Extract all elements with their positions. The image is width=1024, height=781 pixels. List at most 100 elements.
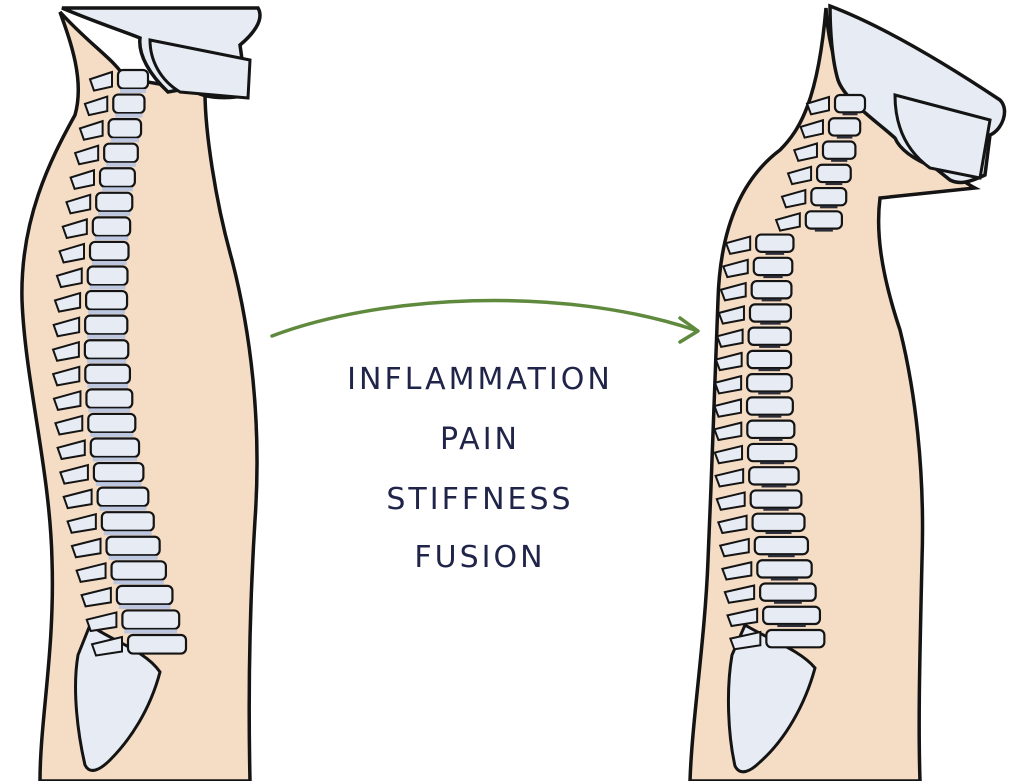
spinous-process [85,611,118,633]
fused-disc [831,159,848,162]
intervertebral-disc [120,89,146,94]
vertebra [746,349,793,370]
vertebra [96,486,150,508]
vertebra [85,388,134,409]
intervertebral-disc [95,482,142,487]
vertebra [746,419,796,440]
spinous-process [729,630,762,651]
vertebra [103,142,139,164]
vertebra [749,489,803,509]
spinous-process [718,537,750,558]
vertebra [92,461,145,483]
vertebra [759,582,817,602]
spinous-process [723,584,756,604]
arrow-head-icon [678,316,700,344]
vertebra [84,363,132,385]
intervertebral-disc [86,359,127,364]
spinous-process [717,305,745,325]
vertebra [746,442,798,463]
intervertebral-disc [92,457,138,462]
vertebra [85,289,129,311]
vertebra [95,191,134,213]
spinous-process [715,328,744,349]
spinous-process [792,142,818,162]
fused-disc [763,275,783,279]
vertebra [810,186,848,207]
fused-disc [770,578,799,581]
vertebra [827,117,862,137]
vertebra [116,68,150,90]
fused-disc [842,112,858,116]
progression-arrow [270,298,697,338]
vertebra [833,93,867,114]
fused-disc [774,601,802,604]
spinous-process [52,390,82,412]
intervertebral-disc [115,113,143,118]
spinous-process [52,316,81,338]
intervertebral-disc [113,580,164,585]
fused-disc [759,345,781,348]
vertebra [765,628,826,649]
fused-disc [820,205,838,209]
fused-disc [758,415,782,418]
spinous-process [53,291,82,313]
intervertebral-disc [106,162,136,167]
vertebra [821,140,857,160]
fused-disc [760,322,781,325]
vertebra [126,633,188,655]
left-vertebrae [51,68,188,657]
intervertebral-disc [88,310,126,315]
fused-spine-figure [688,3,1007,781]
left-jaw [148,38,252,100]
right-sacrum [726,622,817,774]
spinous-process [83,95,109,117]
spinous-process [799,118,824,139]
fused-disc [759,438,783,441]
vertebra [98,167,136,188]
spinous-process [715,491,746,511]
vertebra [756,559,813,579]
spinous-process [51,365,81,387]
left-sacrum [74,622,162,772]
fused-disc [758,391,781,395]
intervertebral-disc [108,555,158,560]
vertebra [88,240,130,262]
intervertebral-disc [88,408,131,413]
vertebra [105,535,161,557]
vertebra [112,93,146,115]
fused-disc [763,508,789,511]
spinous-process [716,514,748,535]
spinous-process [719,281,747,302]
vertebra [84,314,129,336]
spinous-process [722,258,749,279]
intervertebral-disc [94,236,129,241]
intervertebral-disc [101,187,133,192]
fused-disc [765,252,785,255]
intervertebral-disc [124,629,178,634]
vertebra [755,233,795,253]
vertebra [121,609,181,631]
fused-disc [758,368,781,372]
fused-disc [768,554,795,558]
vertebra [752,256,794,277]
fused-disc [765,531,792,534]
spinous-process [80,586,112,608]
intervertebral-disc [118,604,171,609]
vertebra [107,118,143,139]
spinous-process [78,119,104,141]
vertebra [747,326,792,347]
spinous-process [786,165,813,186]
vertebra [748,303,793,323]
label-inflammation: INFLAMMATION [347,362,613,397]
spinous-process [56,439,86,461]
vertebra [762,605,822,626]
spinous-process [714,351,743,372]
spinous-process [780,188,807,209]
intervertebral-disc [98,211,131,216]
intervertebral-disc [110,138,140,143]
spinous-process [713,398,743,418]
label-fusion: FUSION [414,540,546,575]
spinous-process [70,537,102,559]
vertebra [87,412,137,434]
